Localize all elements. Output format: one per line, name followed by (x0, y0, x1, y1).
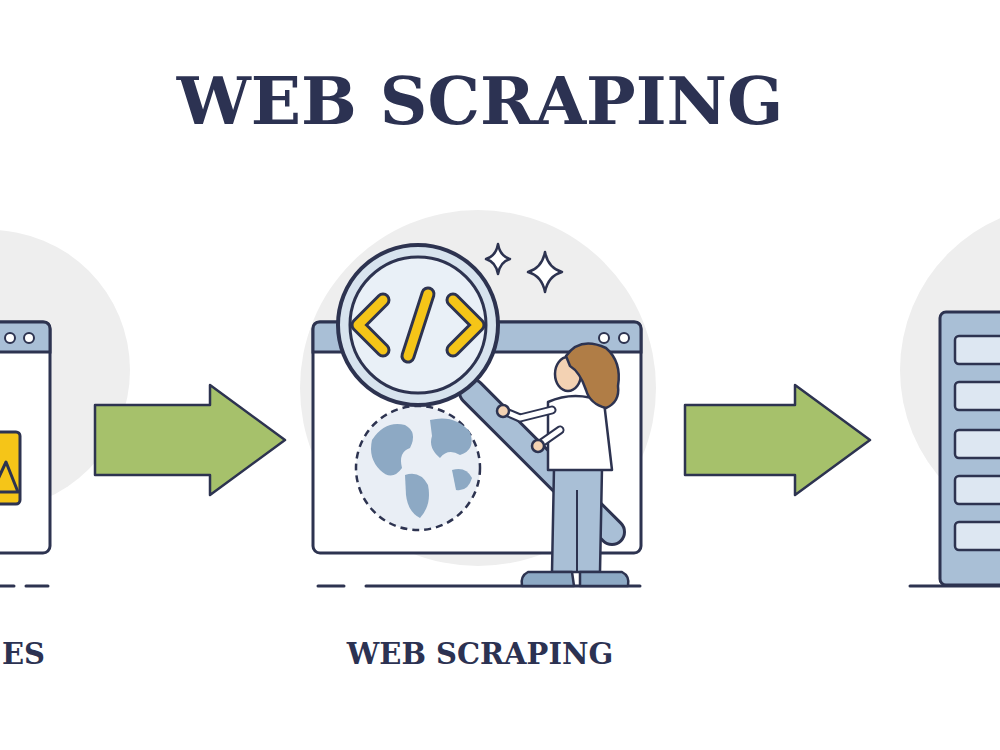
person-figure (497, 344, 628, 587)
stage-label: ES (2, 638, 45, 671)
stage-label: WEB SCRAPING (347, 638, 614, 671)
flow-arrow (95, 385, 285, 495)
database-server (910, 312, 1000, 586)
sparkle (486, 244, 562, 292)
stage-node: ES (0, 230, 80, 680)
stage-node: WEB SCRAPING (300, 230, 660, 680)
website-window (0, 322, 50, 586)
globe-icon (356, 406, 480, 530)
diagram-title: WEB SCRAPING (0, 62, 960, 140)
backdrop-circle (300, 210, 656, 566)
flow-arrow (685, 385, 870, 495)
